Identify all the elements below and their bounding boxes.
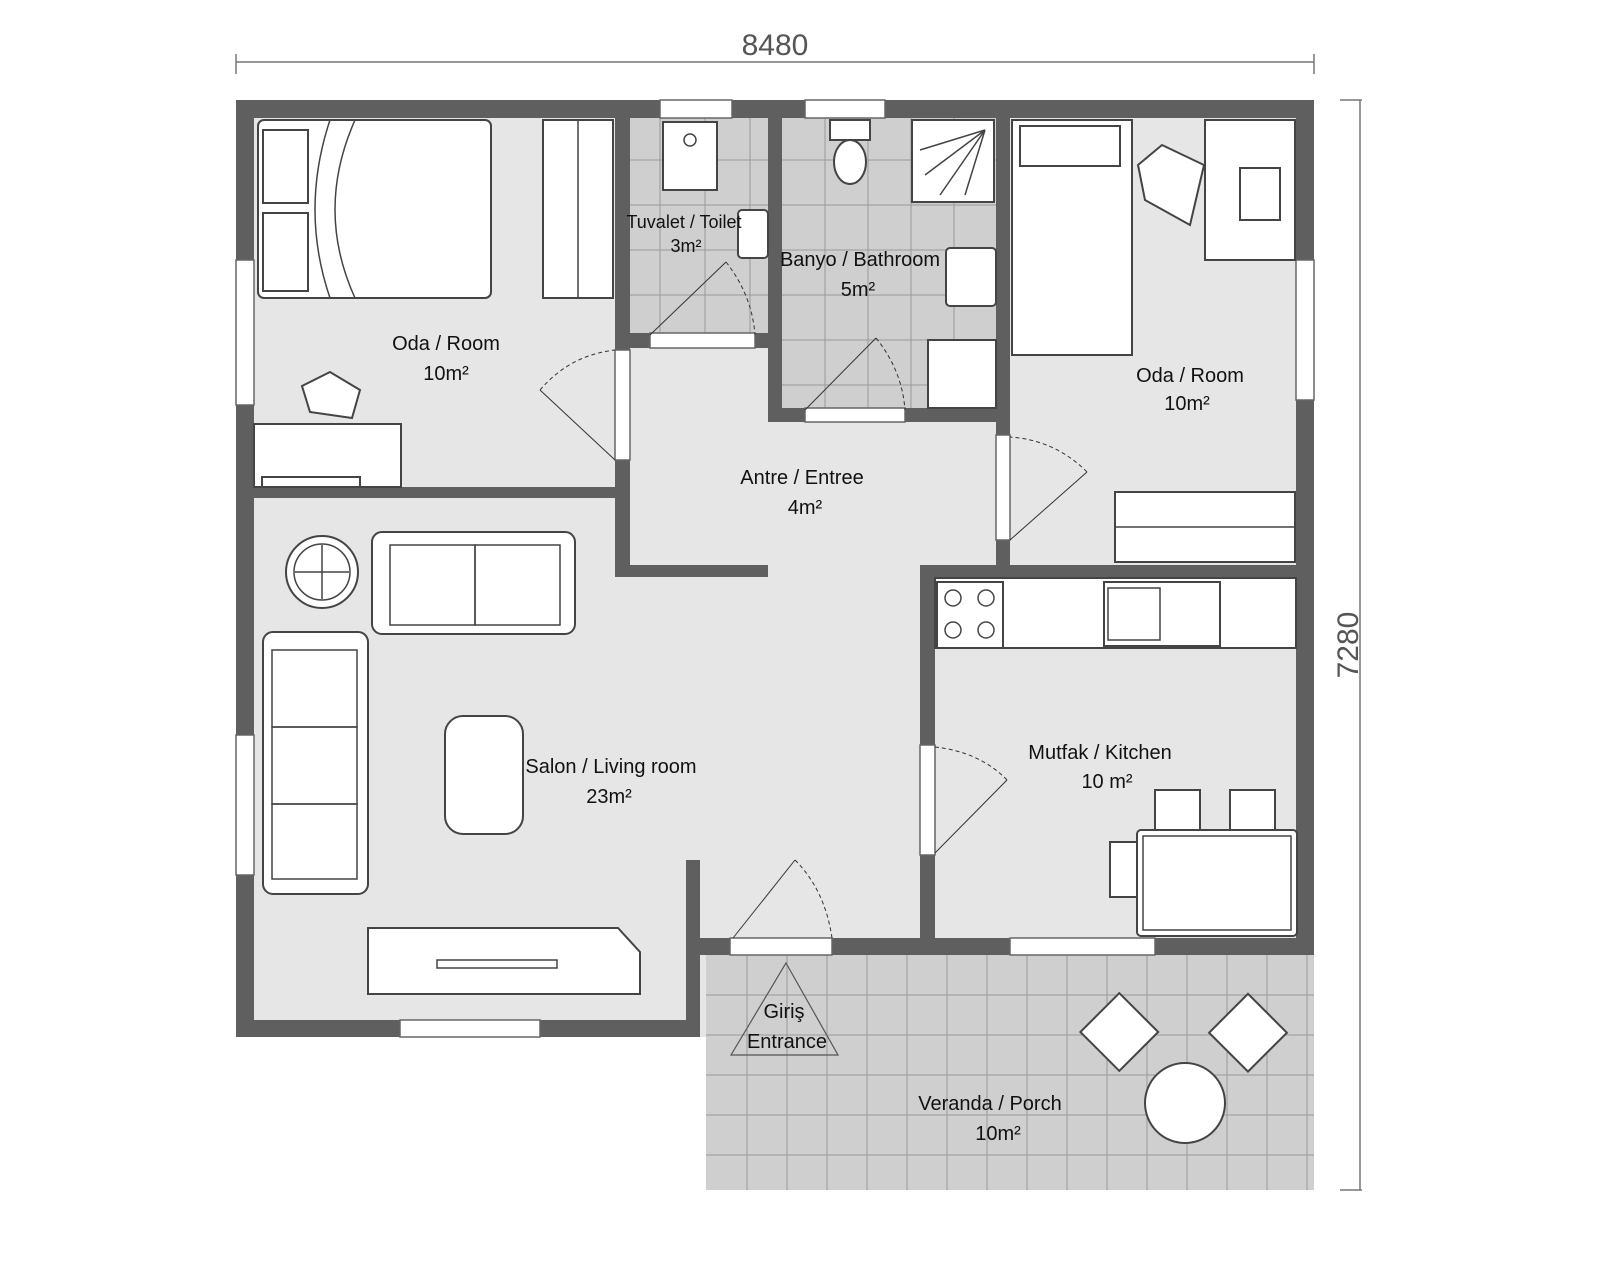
bathroom-name: Banyo / Bathroom — [780, 249, 940, 271]
height-dimension-label: 7280 — [1332, 612, 1365, 679]
wc — [829, 119, 871, 185]
height-dimension: 7280 — [1332, 99, 1365, 1191]
bathroom-sink — [945, 247, 997, 307]
toilet-sink — [737, 209, 769, 259]
wardrobe-2 — [1114, 491, 1296, 563]
room-labels: Oda / Room 10m² Tuvalet / Toilet 3m² Ban… — [392, 212, 1244, 1145]
tv-unit — [367, 927, 641, 995]
width-dimension-label: 8480 — [742, 29, 809, 62]
squat-toilet — [662, 121, 718, 191]
living-name: Salon / Living room — [525, 756, 696, 778]
porch-name: Veranda / Porch — [918, 1093, 1061, 1115]
wardrobe — [542, 119, 614, 299]
desk — [253, 370, 402, 488]
bathroom-area: 5m² — [841, 279, 876, 301]
double-bed — [257, 119, 492, 299]
shower-tray — [911, 119, 995, 203]
dining-table — [1109, 789, 1298, 937]
windows — [235, 99, 1315, 1038]
porch-floor — [706, 955, 1314, 1190]
entrance-label-tr: Giriş — [763, 1001, 804, 1023]
entrance-marker-icon — [729, 961, 840, 1056]
coffee-table — [444, 715, 524, 835]
round-side-table — [285, 535, 359, 609]
study-desk — [1136, 119, 1296, 261]
single-bed — [1011, 119, 1133, 356]
room2-area: 10m² — [1164, 393, 1210, 415]
doors — [539, 261, 1088, 956]
kitchen-area: 10 m² — [1081, 771, 1132, 793]
porch-table-set — [1078, 991, 1289, 1144]
room1-name: Oda / Room — [392, 333, 500, 355]
toilet-name: Tuvalet / Toilet — [626, 212, 741, 232]
living-area: 23m² — [586, 786, 632, 808]
kitchen-counter — [934, 577, 1297, 649]
porch-area: 10m² — [975, 1123, 1021, 1145]
sofa — [371, 531, 576, 635]
washing-machine — [927, 339, 997, 409]
width-dimension: 8480 — [235, 29, 1315, 74]
toilet-area: 3m² — [671, 236, 702, 256]
entree-area: 4m² — [788, 497, 823, 519]
room1-area: 10m² — [423, 363, 469, 385]
entrance-label-en: Entrance — [747, 1031, 827, 1053]
room2-name: Oda / Room — [1136, 365, 1244, 387]
couch — [262, 631, 369, 895]
kitchen-name: Mutfak / Kitchen — [1028, 742, 1171, 764]
entree-name: Antre / Entree — [740, 467, 863, 489]
